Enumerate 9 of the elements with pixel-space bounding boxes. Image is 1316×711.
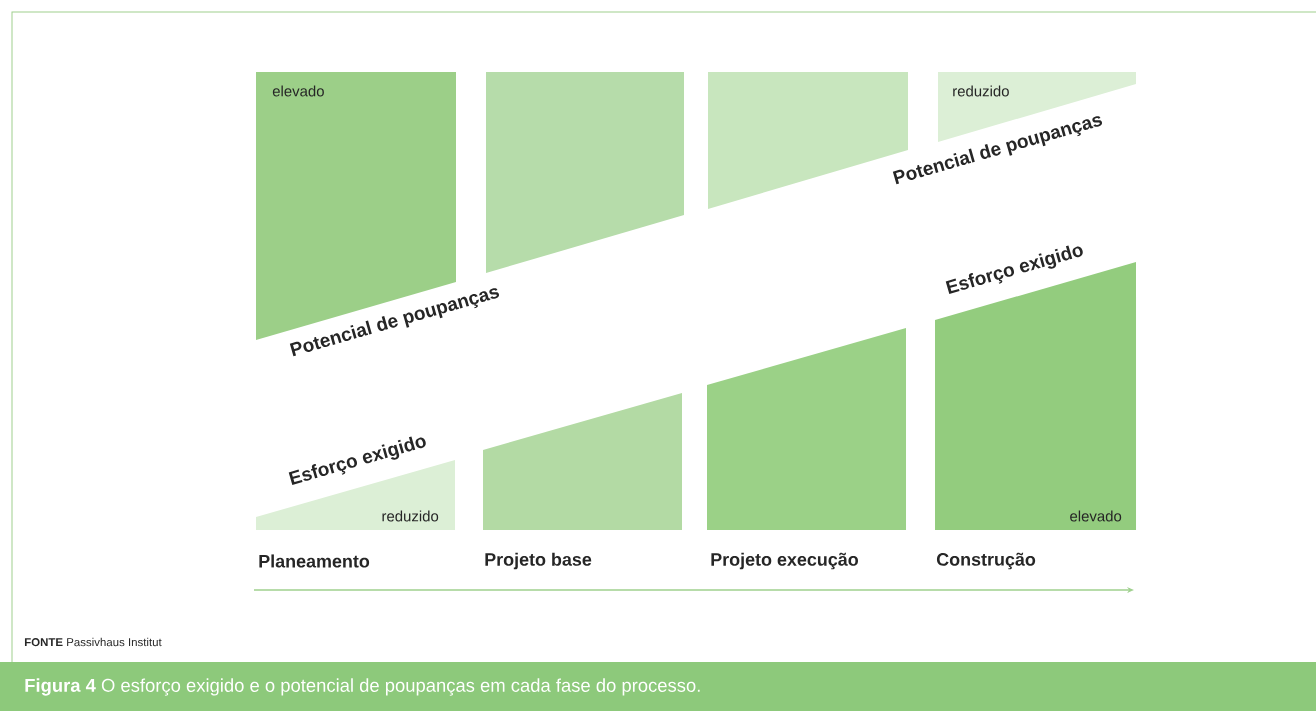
phase-shape [486, 72, 684, 273]
phase-label: Projeto base [485, 552, 592, 570]
phase-label: Projeto execução [711, 552, 858, 570]
phase-label: Planeamento [259, 554, 370, 568]
phase-label: Construção [936, 552, 1036, 570]
caption-band: Figura 4 O esforço exigido e o potencial de poupanças em cada fase do processo. [0, 662, 1316, 711]
phase-shape [707, 328, 906, 530]
source-note: FONTE Passivhaus Institut [24, 637, 162, 647]
phase-shape [483, 393, 682, 530]
